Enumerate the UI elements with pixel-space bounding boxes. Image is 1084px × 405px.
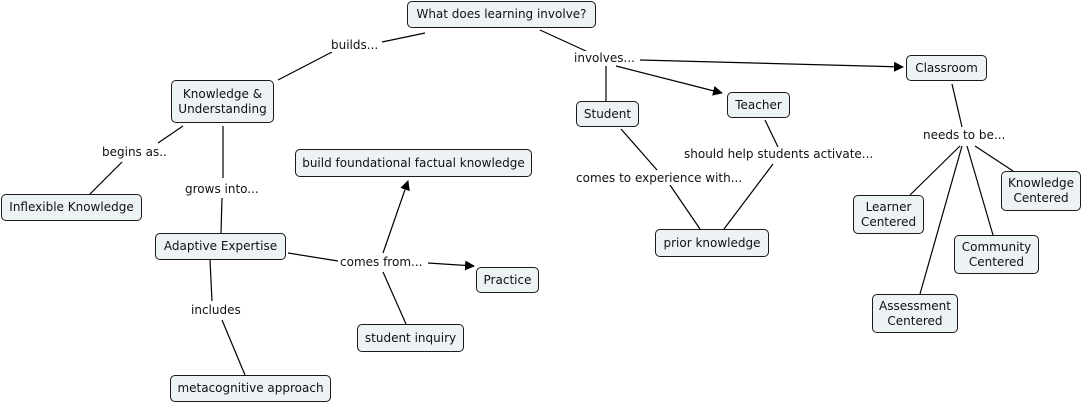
edge-teacher-should	[764, 119, 779, 148]
concept-assessment-centered[interactable]: Assessment Centered	[872, 294, 958, 333]
link-builds: builds...	[329, 38, 381, 52]
edge-inquiry-comes	[382, 271, 407, 325]
edge-student-comes	[620, 128, 658, 171]
edge-comes-foundational	[382, 180, 410, 254]
link-should-help: should help students activate...	[682, 147, 876, 161]
link-involves: involves...	[572, 51, 637, 65]
link-includes: includes	[189, 303, 243, 317]
concept-teacher[interactable]: Teacher	[727, 92, 790, 118]
concept-foundational-knowledge[interactable]: build foundational factual knowledge	[295, 149, 532, 177]
concept-adaptive-expertise[interactable]: Adaptive Expertise	[155, 233, 286, 260]
edge-needs-learner	[909, 145, 961, 196]
edge-includes-metacognitive	[221, 319, 246, 376]
edge-needs-community	[966, 145, 994, 236]
concept-practice[interactable]: Practice	[476, 267, 539, 293]
link-needs-to-be: needs to be...	[921, 128, 1008, 142]
edge-adaptive-includes	[209, 259, 213, 302]
concept-student-inquiry[interactable]: student inquiry	[357, 324, 464, 352]
edge-should-prior	[723, 163, 774, 230]
concept-prior-knowledge[interactable]: prior knowledge	[655, 229, 769, 257]
edge-grows-adaptive	[220, 197, 223, 234]
edge-root-builds	[381, 32, 426, 43]
edge-comes-prior	[669, 184, 701, 230]
edge-classroom-needs	[951, 83, 963, 128]
edge-begins-inflexible	[89, 161, 123, 195]
link-comes-from: comes from...	[338, 255, 425, 269]
edge-knowledge-begins	[157, 125, 184, 144]
concept-metacognitive-approach[interactable]: metacognitive approach	[170, 375, 331, 402]
link-begins-as: begins as..	[100, 145, 169, 159]
link-comes-to-experience: comes to experience with...	[574, 171, 745, 185]
edge-involves-classroom	[639, 59, 904, 72]
edge-root-involves	[539, 29, 589, 53]
concept-student[interactable]: Student	[576, 101, 639, 127]
edge-builds-knowledge	[277, 51, 333, 81]
link-grows-into: grows into...	[183, 182, 261, 196]
concept-inflexible-knowledge[interactable]: Inflexible Knowledge	[1, 194, 142, 221]
concept-knowledge-understanding[interactable]: Knowledge & Understanding	[171, 80, 274, 123]
edge-involves-teacher	[615, 65, 723, 96]
concept-classroom[interactable]: Classroom	[906, 55, 987, 81]
concept-knowledge-centered[interactable]: Knowledge Centered	[1001, 171, 1081, 211]
edge-comes-practice	[427, 260, 475, 271]
edge-needs-assessment	[919, 145, 963, 295]
concept-learner-centered[interactable]: Learner Centered	[853, 195, 924, 234]
concept-root[interactable]: What does learning involve?	[407, 1, 596, 28]
concept-community-centered[interactable]: Community Centered	[954, 235, 1039, 274]
edge-adaptive-comes	[287, 252, 339, 262]
edge-needs-knowledge	[974, 145, 1014, 172]
